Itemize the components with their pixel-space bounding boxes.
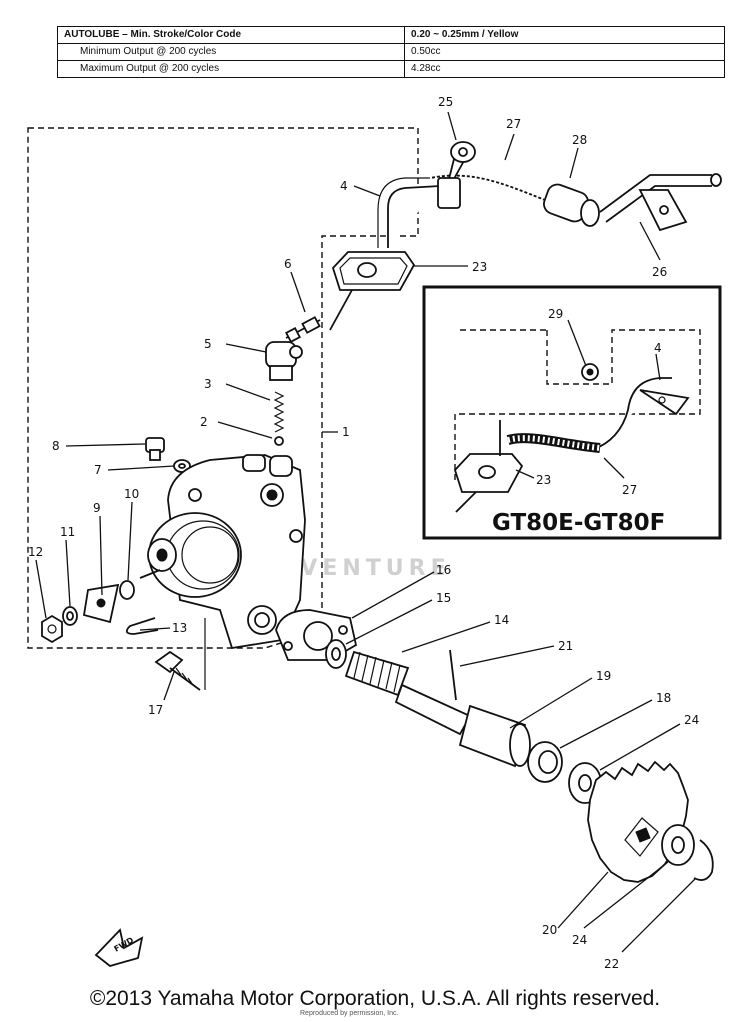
callout-25: 25: [438, 95, 453, 109]
check-spring-3: [273, 391, 285, 433]
inset-callout-4: 4: [654, 341, 662, 355]
callout-16: 16: [436, 563, 451, 577]
delivery-pipe-4: [377, 177, 441, 248]
callout-20: 20: [542, 923, 557, 937]
spec-table: AUTOLUBE – Min. Stroke/Color Code 0.20 ~…: [57, 26, 725, 78]
callout-4: 4: [340, 179, 348, 193]
callout-23: 23: [472, 260, 487, 274]
circlip-22: [693, 839, 714, 881]
callout-18: 18: [656, 691, 671, 705]
callout-7: 7: [94, 463, 102, 477]
callout-22: 22: [604, 957, 619, 971]
callout-26: 26: [652, 265, 667, 279]
callout-15: 15: [436, 591, 451, 605]
callout-5: 5: [204, 337, 212, 351]
inset-gasket-23: [453, 420, 524, 513]
callout-24-lower: 24: [572, 933, 587, 947]
check-ball-2: [274, 436, 284, 446]
pipe-grommet-28: [543, 183, 600, 227]
callout-21: 21: [558, 639, 573, 653]
spec-value: 4.28cc: [404, 60, 725, 78]
copyright-text: ©2013 Yamaha Motor Corporation, U.S.A. A…: [89, 987, 661, 1010]
spec-row-stroke: AUTOLUBE – Min. Stroke/Color Code 0.20 ~…: [57, 26, 725, 44]
callout-24-upper: 24: [684, 713, 699, 727]
oil-seal-15: [325, 639, 347, 669]
callout-12: 12: [28, 545, 43, 559]
callout-1: 1: [342, 425, 350, 439]
pump-assembly-boundary: [27, 127, 419, 649]
callout-11: 11: [60, 525, 75, 539]
nut-12: [41, 614, 63, 644]
worm-gear-14: [344, 650, 410, 697]
circlip-13: [125, 617, 159, 635]
oil-pump-body-1: [147, 454, 306, 650]
washer-24-lower: [661, 824, 695, 866]
bolt-17: [154, 650, 201, 691]
callout-13: 13: [172, 621, 187, 635]
callout-19: 19: [596, 669, 611, 683]
adjusting-plate-9: [82, 583, 120, 624]
callout-14: 14: [494, 613, 509, 627]
lock-washer-11: [62, 606, 78, 626]
callout-numbers: 25 27 28 4 23 6 5 3 2 1 8 7 26 10 9 11 1…: [28, 95, 699, 971]
bearing-18: [527, 741, 563, 783]
inset-hose-27: [506, 433, 601, 453]
callout-27: 27: [506, 117, 521, 131]
pin-21: [449, 649, 457, 701]
callout-2: 2: [200, 415, 208, 429]
pump-cover-gasket-23: [331, 251, 416, 291]
union-joint-5: [265, 341, 303, 381]
plate-10: [119, 580, 135, 600]
inset-callout-23: 23: [536, 473, 551, 487]
plug-screw-8: [145, 437, 165, 461]
delivery-pipe-stub: [329, 289, 353, 331]
pump-drive-shaft-19: [394, 683, 531, 768]
footer-note: Reproduced by permission, Inc.: [300, 1010, 399, 1017]
callout-10: 10: [124, 487, 139, 501]
inset-nut-29: [581, 363, 599, 381]
inset-pipe-4: [591, 377, 690, 451]
callout-9: 9: [93, 501, 101, 515]
oil-pipe-bracket-26: [599, 173, 722, 232]
callout-leaders: [35, 111, 697, 953]
spec-row-max-output: Maximum Output @ 200 cycles 4.28cc: [57, 60, 725, 78]
callout-3: 3: [204, 377, 212, 391]
callout-6: 6: [284, 257, 292, 271]
forward-arrow-icon: FWD: [94, 928, 144, 967]
hose-clip-25: [437, 141, 476, 209]
callout-17: 17: [148, 703, 163, 717]
callout-28: 28: [572, 133, 587, 147]
inset-title: GT80E-GT80F: [492, 510, 665, 536]
pump-shaft-stub: [139, 569, 161, 579]
inset-callout-27: 27: [622, 483, 637, 497]
inset-panel: 29 4 23 27 GT80E-GT80F: [422, 285, 722, 540]
inset-callout-29: 29: [548, 307, 563, 321]
spec-row-min-output: Minimum Output @ 200 cycles 0.50cc: [57, 43, 725, 61]
callout-8: 8: [52, 439, 60, 453]
banjo-bolt-6: [285, 316, 321, 343]
